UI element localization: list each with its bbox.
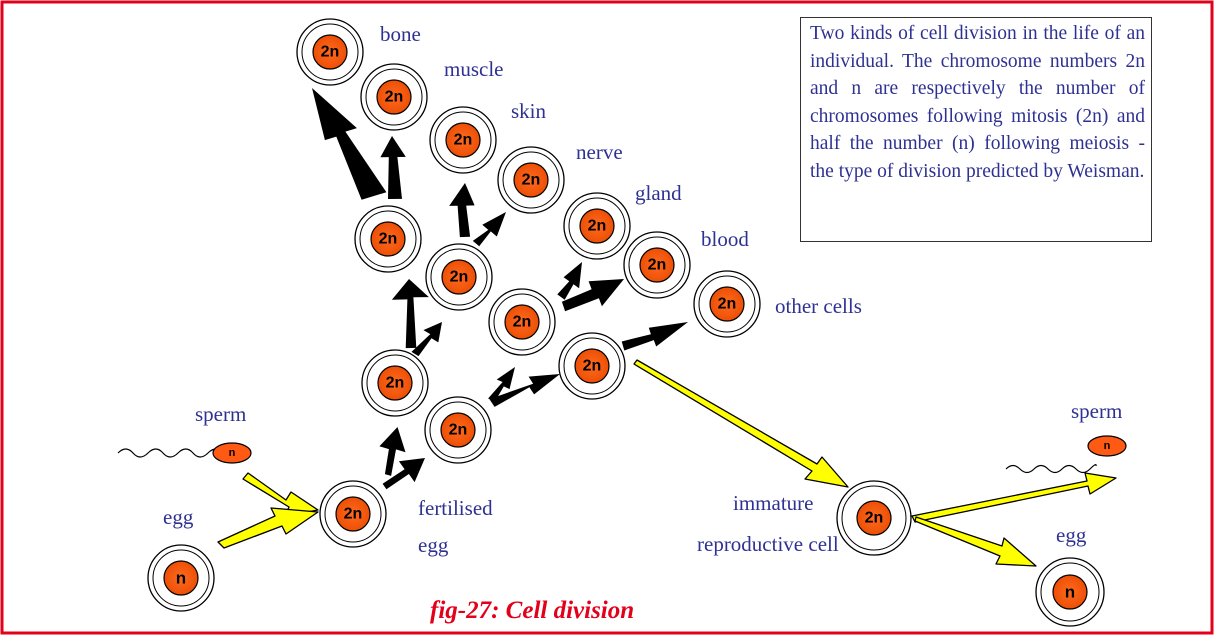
muscle-cell: 2n: [361, 64, 427, 130]
arrow-cell-d-to-skin: [449, 183, 474, 237]
cell-e: 2n: [489, 289, 555, 355]
mitosis-arrows: [312, 88, 688, 489]
figure-caption: fig-27: Cell division: [430, 597, 634, 624]
cell-ploidy-text: n: [1065, 583, 1075, 602]
arrow-immature-to-egg: [915, 517, 1036, 566]
sperm-left: n: [213, 443, 251, 463]
label-immature: immature: [733, 491, 813, 515]
label-nerve: nerve: [576, 140, 623, 164]
label-egg-right: egg: [1056, 523, 1087, 547]
cell-ploidy-text: 2n: [588, 218, 607, 235]
nerve-cell: 2n: [498, 147, 564, 213]
sperm-left-head-text: n: [229, 447, 236, 459]
label-bone: bone: [380, 22, 421, 46]
sperm-right-head-text: n: [1104, 440, 1111, 452]
egg-cell-out: n: [1036, 558, 1104, 626]
cell-ploidy-text: 2n: [321, 44, 340, 61]
label-reproductive-cell: reproductive cell: [697, 532, 839, 556]
label-muscle: muscle: [444, 57, 503, 81]
arrow-cell-f-to-other: [622, 322, 688, 351]
sperm-right-tail: [1006, 465, 1096, 473]
cell-ploidy-text: 2n: [648, 257, 667, 274]
label-fertilised: fertilised: [418, 496, 493, 520]
arrow-egg-to-zygote: [218, 508, 318, 548]
cell-ploidy-text: 2n: [379, 231, 398, 248]
explanation-box: Two kinds of cell division in the life o…: [800, 17, 1152, 242]
explanation-text: Two kinds of cell division in the life o…: [810, 23, 1145, 182]
fertilised-egg-cell: 2n: [320, 481, 386, 547]
gland-cell: 2n: [564, 193, 630, 259]
arrow-cell-a-to-cell-c: [392, 279, 429, 348]
arrow-fertilised-to-cell-a: [379, 427, 405, 476]
other-cell: 2n: [694, 271, 760, 337]
label-other-cells: other cells: [775, 294, 862, 318]
cell-a: 2n: [362, 350, 428, 416]
cell-d: 2n: [426, 244, 492, 310]
cell-f: 2n: [559, 333, 625, 399]
cell-ploidy-text: 2n: [386, 375, 405, 392]
label-sperm-right: sperm: [1071, 399, 1122, 423]
label-sperm-left: sperm: [195, 402, 246, 426]
cell-ploidy-text: 2n: [513, 314, 532, 331]
cell-ploidy-text: 2n: [454, 132, 473, 149]
cell-ploidy-text: 2n: [583, 358, 602, 375]
bone-cell: 2n: [297, 19, 363, 85]
cell-ploidy-text: 2n: [718, 296, 737, 313]
cell-c: 2n: [355, 206, 421, 272]
egg-cell: n: [148, 545, 214, 611]
cell-ploidy-text: 2n: [344, 506, 363, 523]
arrow-cell-d-to-nerve: [473, 212, 506, 246]
cell-ploidy-text: 2n: [449, 422, 468, 439]
arrow-immature-to-sperm: [912, 473, 1116, 522]
label-skin: skin: [511, 99, 547, 123]
immature-cell: 2n: [837, 481, 911, 555]
cell-ploidy-text: n: [176, 569, 186, 588]
arrow-cell-e-to-gland: [557, 262, 582, 300]
sperm-right: n: [1088, 436, 1126, 456]
blood-cell: 2n: [624, 232, 690, 298]
arrow-cell-a-to-cell-d: [412, 322, 443, 356]
label-gland: gland: [635, 181, 682, 205]
cell-ploidy-text: 2n: [385, 89, 404, 106]
cell-ploidy-text: 2n: [865, 510, 884, 527]
skin-cell: 2n: [430, 107, 496, 173]
label-blood: blood: [701, 227, 749, 251]
label-fertilised-egg: egg: [418, 533, 449, 557]
cell-ploidy-text: 2n: [450, 269, 469, 286]
cell-ploidy-text: 2n: [522, 172, 541, 189]
label-egg-left: egg: [163, 505, 194, 529]
cell-b: 2n: [425, 397, 491, 463]
arrow-to-immature: [634, 360, 848, 487]
